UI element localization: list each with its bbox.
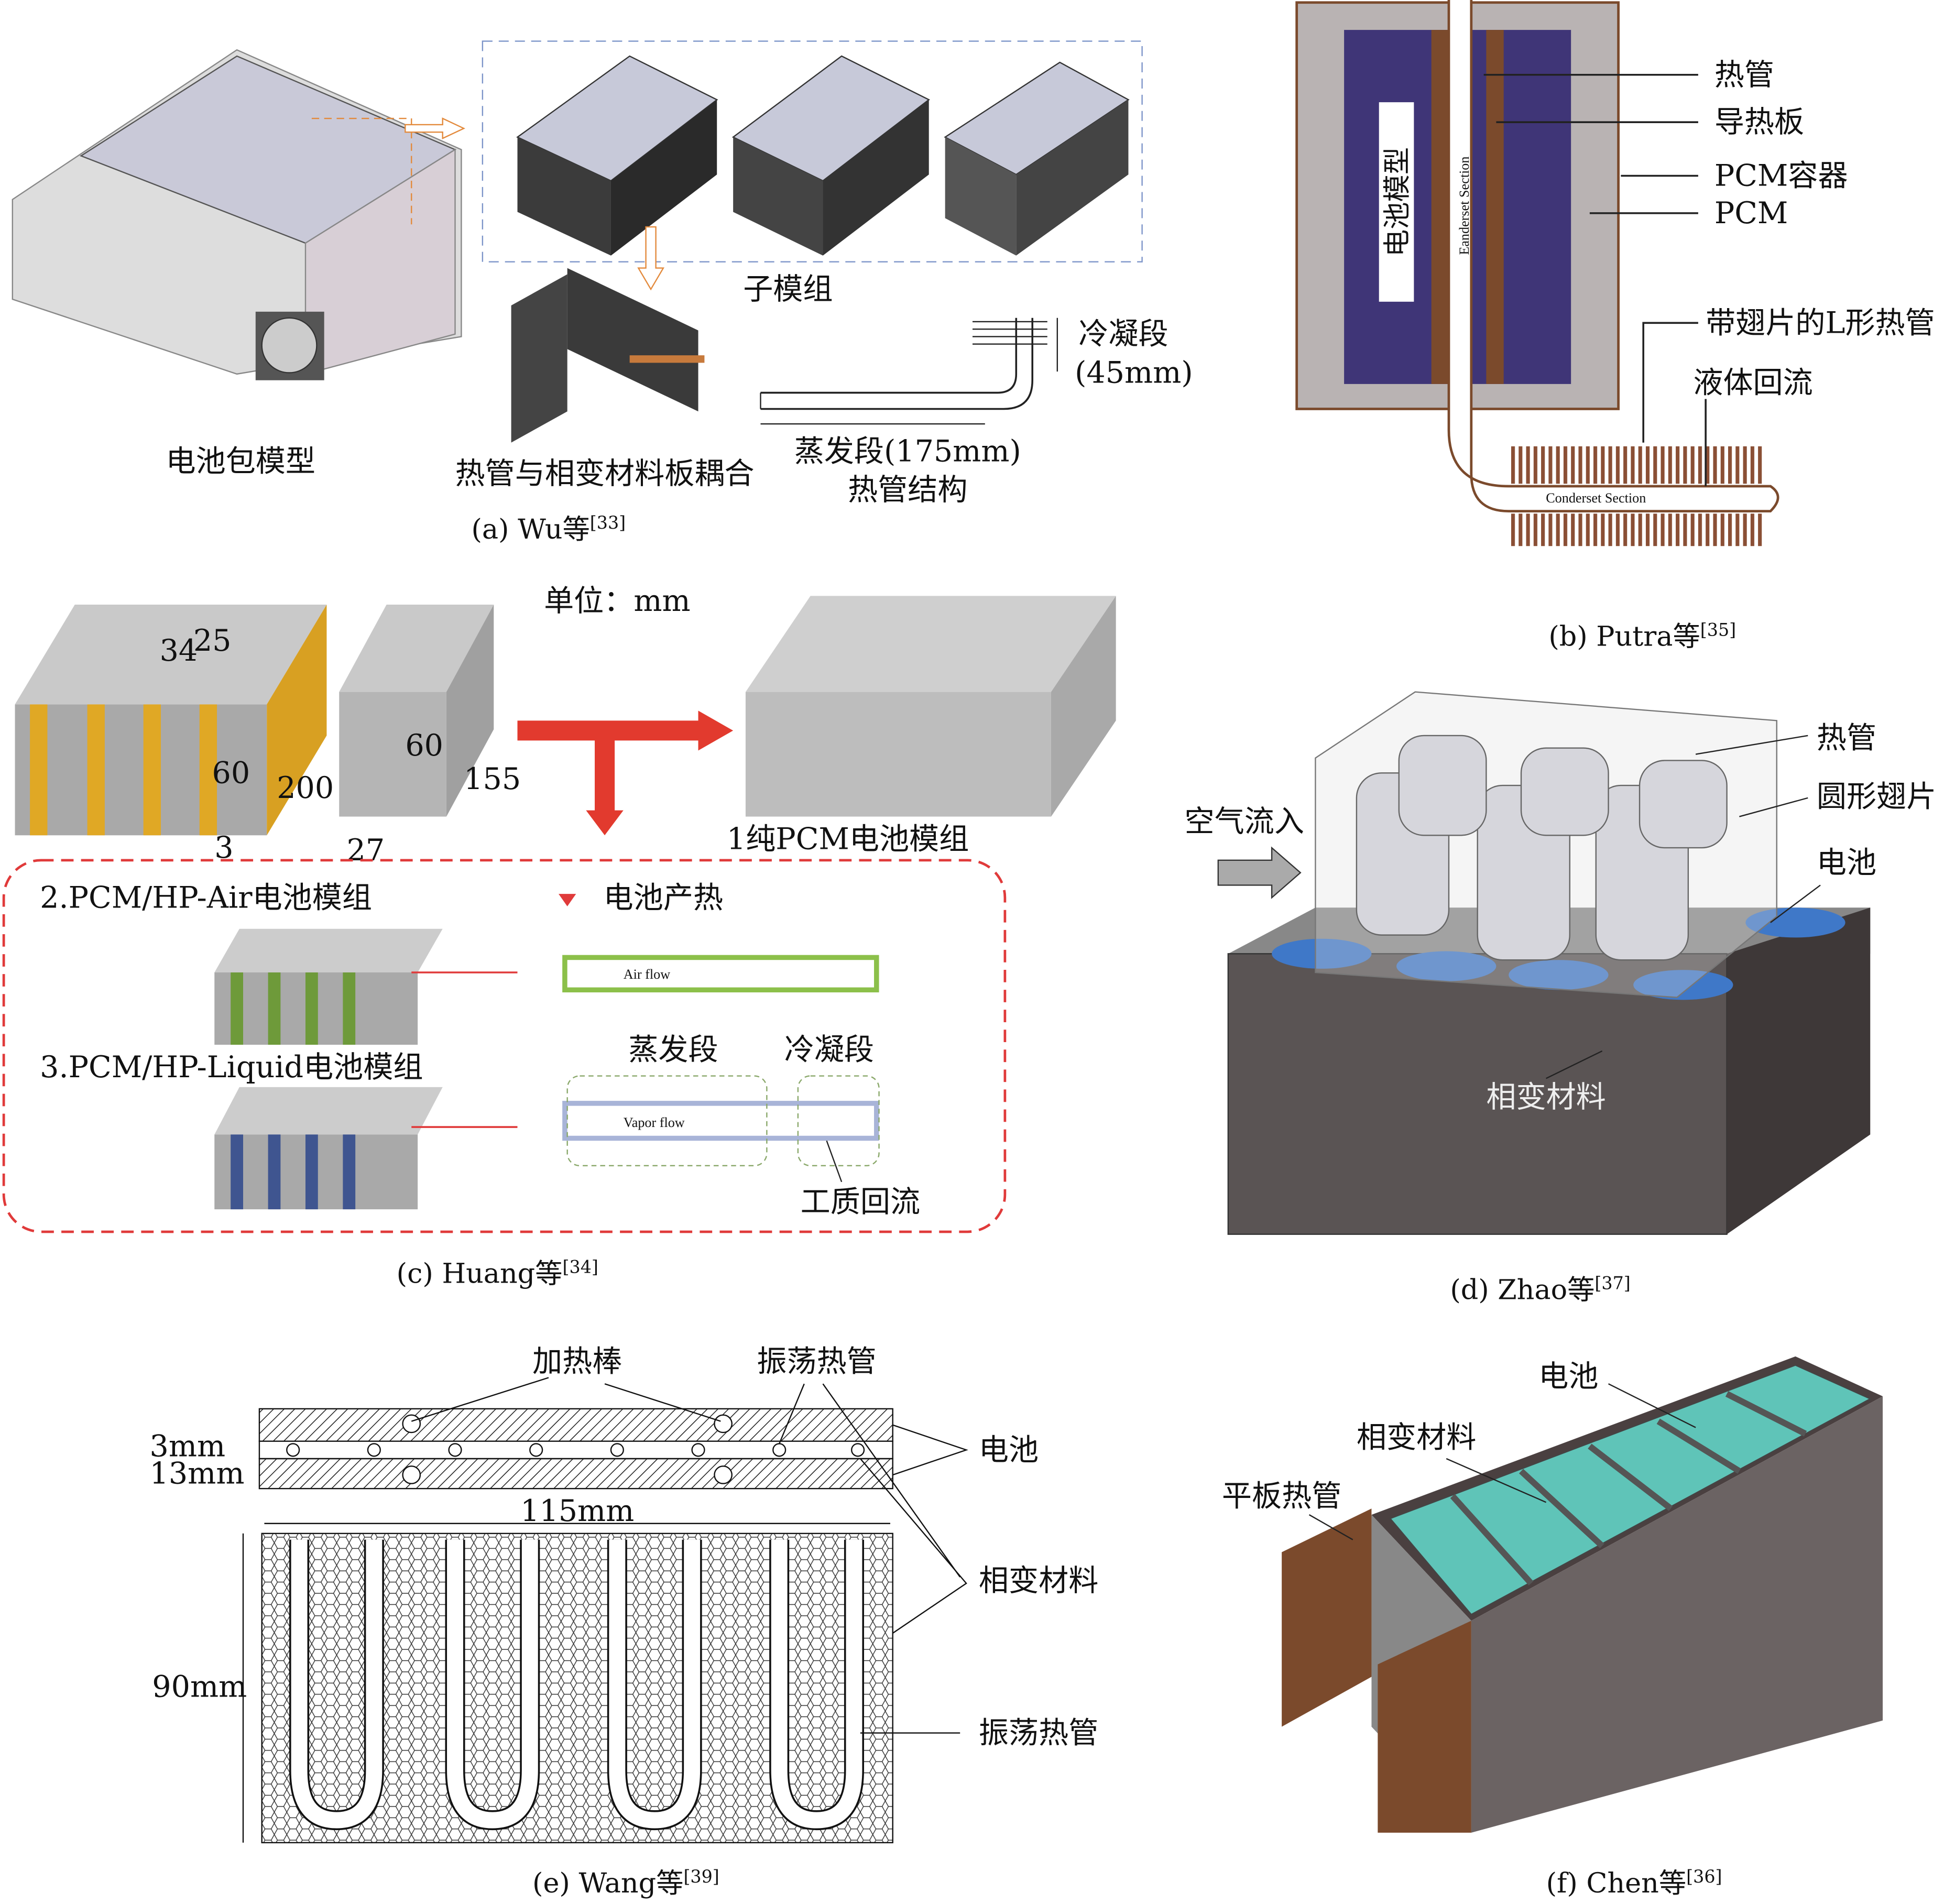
label-flat-heat-pipe: 平板热管 xyxy=(1222,1479,1341,1513)
l-shaped-heat-pipe xyxy=(1447,0,1779,512)
label-condenser-c: 冷凝段 xyxy=(784,1033,874,1067)
pcm-layer xyxy=(258,1440,893,1460)
dim-34: 34 xyxy=(160,633,198,668)
vapor-flow-channel xyxy=(562,1101,879,1141)
heat-pipe-structure xyxy=(760,318,1058,425)
label-finned-l-heat-pipe: 带翅片的L形热管 xyxy=(1706,305,1935,340)
air-module xyxy=(214,928,443,1045)
label-circular-fins: 圆形翅片 xyxy=(1817,780,1936,814)
hp-pcm-plates xyxy=(511,268,705,443)
label-module-1: 1纯PCM电池模组 xyxy=(727,822,969,856)
dim-90mm: 90mm xyxy=(152,1669,247,1704)
fins-top xyxy=(1509,446,1764,484)
label-condenser: 冷凝段 xyxy=(1078,317,1168,352)
label-unit: 单位：mm xyxy=(544,584,691,618)
leader-lines-d xyxy=(1546,735,1821,1079)
label-pcm-container: PCM容器 xyxy=(1714,159,1848,193)
dim-60-a: 60 xyxy=(212,756,250,790)
label-air-inflow: 空气流入 xyxy=(1185,804,1304,839)
liquid-module xyxy=(214,1087,443,1210)
label-heating-rod: 加热棒 xyxy=(532,1344,622,1378)
label-battery-e: 电池 xyxy=(979,1432,1039,1467)
leader-lines-e xyxy=(242,1377,968,1843)
label-battery-f: 电池 xyxy=(1538,1359,1598,1394)
label-condenser-section: Conderset Section xyxy=(1546,490,1646,506)
label-module-3: 3.PCM/HP-Liquid电池模组 xyxy=(40,1050,423,1085)
label-working-fluid-return: 工质回流 xyxy=(801,1185,920,1219)
dim-25: 25 xyxy=(193,623,232,658)
battery-pack-model xyxy=(12,49,462,380)
red-arrow-icon xyxy=(517,710,734,836)
pcm-hex-plate xyxy=(261,1533,893,1844)
label-evaporator-c: 蒸发段 xyxy=(628,1033,718,1067)
label-heat-pipe-d: 热管 xyxy=(1817,721,1876,756)
submodule-box xyxy=(482,40,1143,262)
label-module-2: 2.PCM/HP-Air电池模组 xyxy=(40,880,372,915)
label-conductive-plate: 导热板 xyxy=(1714,105,1804,139)
heat-marker-icon xyxy=(559,894,576,906)
dim-115mm: 115mm xyxy=(520,1494,634,1528)
leader-lines-f xyxy=(1308,1383,1696,1540)
b-labels: 热管 导热板 PCM容器 PCM 带翅片的L形热管 液体回流 xyxy=(1693,58,1935,400)
single-pcm-block xyxy=(339,605,494,817)
flat-heat-pipe xyxy=(1282,1508,1372,1727)
caption-c: (c) Huang等[34] xyxy=(397,1256,598,1289)
panel-d: 热管 圆形翅片 电池 空气流入 相变材料 (d) Zhao等[37] xyxy=(1185,691,1936,1306)
dim-13mm: 13mm xyxy=(150,1457,245,1491)
arrow-icon xyxy=(637,226,664,291)
panel-c: 单位：mm 34 25 60 200 3 60 155 27 1纯PCM电池模组… xyxy=(2,584,1116,1290)
submodules xyxy=(516,55,1130,256)
label-evaporator: 蒸发段(175mm) xyxy=(794,434,1021,468)
label-liquid-return: 液体回流 xyxy=(1693,366,1812,400)
label-pcm-e: 相变材料 xyxy=(979,1563,1098,1598)
air-flow-channel xyxy=(562,955,879,993)
panel-b: 电池模型 Eanderset Section Conderset Section… xyxy=(1295,0,1935,653)
label-air-flow: Air flow xyxy=(624,967,670,982)
label-submodule: 子模组 xyxy=(743,272,833,307)
caption-b: (b) Putra等[35] xyxy=(1548,620,1736,653)
label-battery-pack-model: 电池包模型 xyxy=(166,444,315,478)
dim-27: 27 xyxy=(347,833,385,868)
label-coupling: 热管与相变材料板耦合 xyxy=(455,456,755,491)
caption-e: (e) Wang等[39] xyxy=(532,1866,719,1899)
caption-f: (f) Chen等[36] xyxy=(1546,1866,1722,1899)
caption-d: (d) Zhao等[37] xyxy=(1450,1273,1630,1306)
module-side xyxy=(1471,1396,1883,1833)
air-inflow-arrow-icon xyxy=(1217,846,1302,899)
dim-155: 155 xyxy=(464,762,521,796)
dim-3mm: 3mm xyxy=(150,1429,226,1463)
label-pcm-f: 相变材料 xyxy=(1357,1420,1476,1455)
label-ohp: 振荡热管 xyxy=(979,1716,1098,1750)
fin-stacks xyxy=(1356,735,1728,961)
label-battery-heat: 电池产热 xyxy=(604,880,723,915)
panel-e: 加热棒 振荡热管 3mm 13mm 电池 115mm 相变材料 90mm 振荡热… xyxy=(150,1344,1099,1899)
label-ohp-top: 振荡热管 xyxy=(757,1344,876,1378)
comparison-box xyxy=(2,859,1007,1233)
battery-top xyxy=(258,1408,893,1442)
label-battery-d: 电池 xyxy=(1817,846,1876,880)
pcm-box xyxy=(1227,953,1728,1235)
fins-bottom xyxy=(1509,513,1764,546)
pcm-hp-module-exploded xyxy=(15,605,327,836)
label-pcm-d: 相变材料 xyxy=(1486,1080,1605,1114)
battery-bottom xyxy=(258,1458,893,1490)
label-condenser-length: (45mm) xyxy=(1075,356,1193,390)
caption-a: (a) Wu等[33] xyxy=(471,512,626,545)
leader-lines xyxy=(1483,73,1707,487)
label-vapor-flow: Vapor flow xyxy=(624,1115,685,1130)
label-battery-model: 电池模型 xyxy=(1381,147,1413,257)
conductive-plate xyxy=(1431,30,1449,384)
battery-cells xyxy=(1389,1364,1872,1615)
dim-200: 200 xyxy=(277,771,334,805)
pure-pcm-module xyxy=(745,596,1116,817)
label-heat-pipe-structure: 热管结构 xyxy=(848,473,967,507)
label-heat-pipe: 热管 xyxy=(1714,58,1774,92)
arrow-icon xyxy=(405,117,465,139)
label-pcm: PCM xyxy=(1714,196,1788,231)
label-evaporator-section: Eanderset Section xyxy=(1457,157,1472,255)
panel-f: 电池 相变材料 平板热管 (f) Chen等[36] xyxy=(1222,1356,1883,1899)
dim-60-b: 60 xyxy=(405,728,443,763)
panel-a: 电池包模型 子模组 热管与相变材料板耦合 冷凝段 (45mm) 蒸发段(175m… xyxy=(12,40,1193,545)
